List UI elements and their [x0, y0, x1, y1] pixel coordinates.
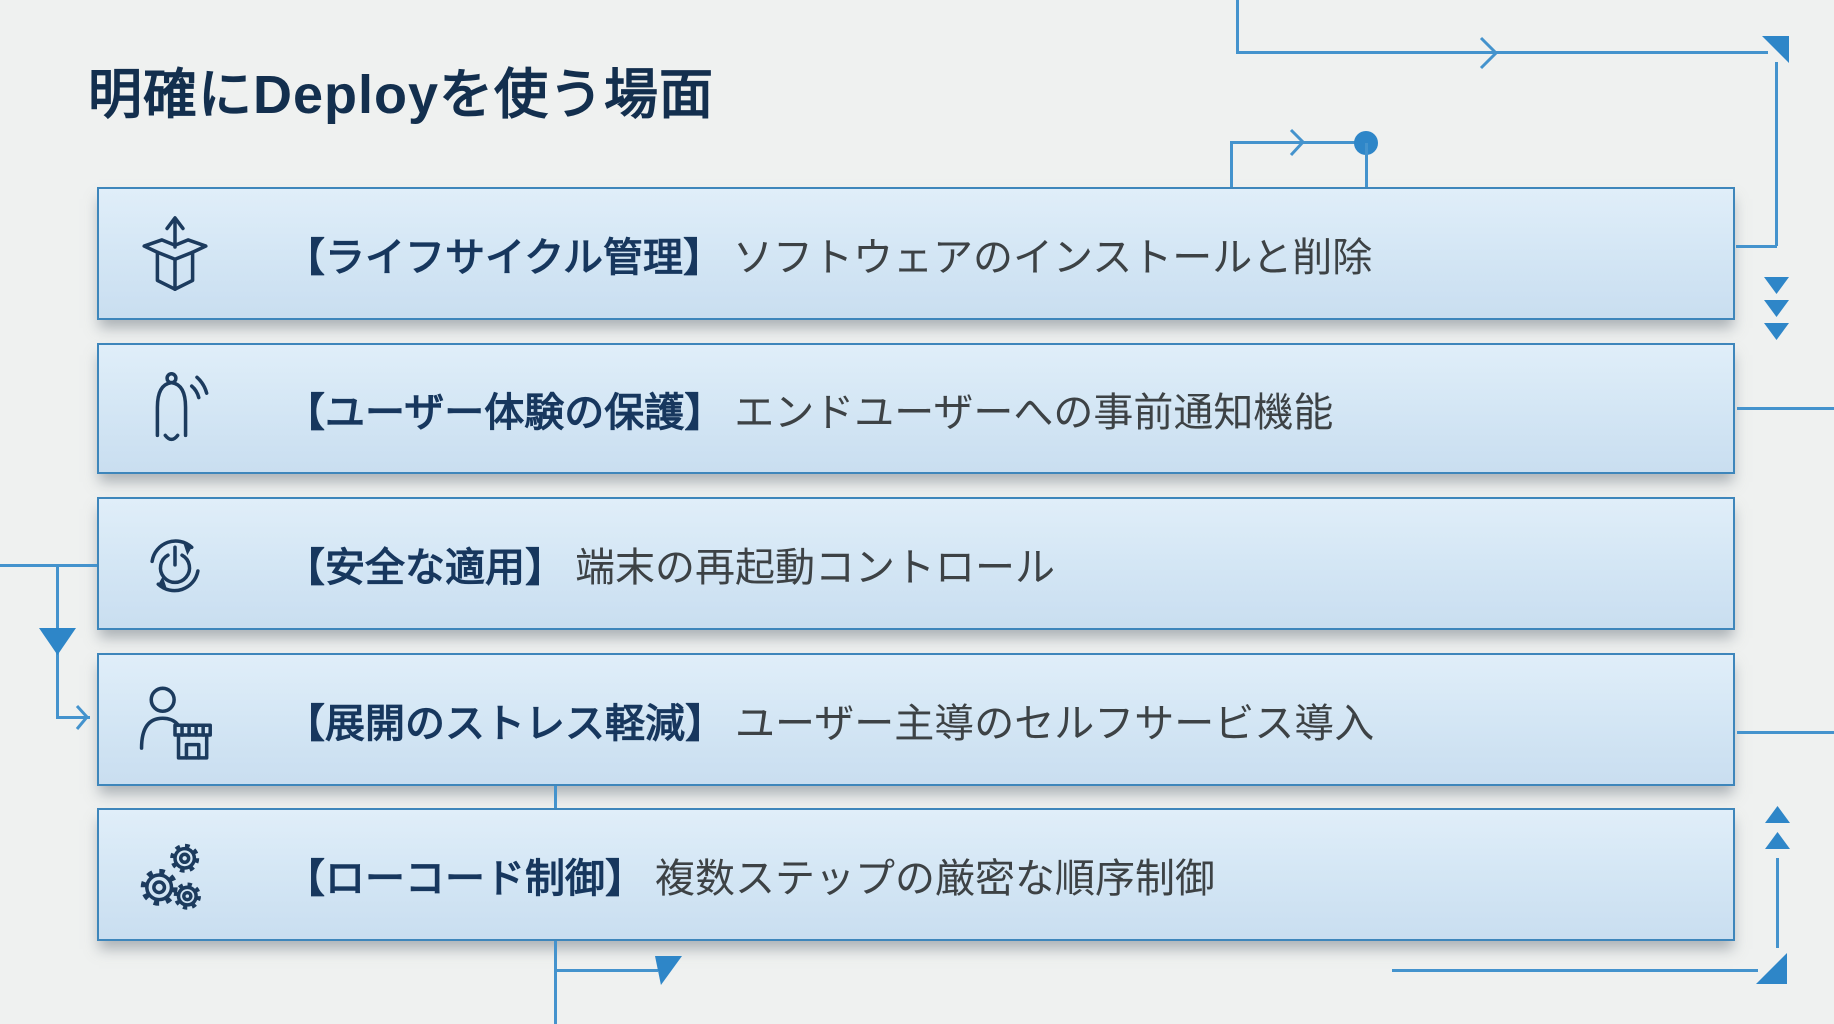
- down-chevron-icon: [1764, 277, 1789, 294]
- down-chevron-icon: [1764, 323, 1789, 340]
- loop-line-right: [1365, 143, 1368, 187]
- corner-arrow-icon: [1756, 953, 1787, 984]
- corner-arrow-icon: [655, 956, 682, 985]
- down-chevron-icon: [1764, 300, 1789, 317]
- card-description: ソフトウェアのインストールと削除: [733, 235, 1373, 280]
- card-description: 複数ステップの厳密な順序制御: [655, 856, 1215, 901]
- flow-line-bottom-horizontal: [554, 969, 658, 972]
- loop-line-top: [1230, 141, 1362, 144]
- up-chevron-icon: [1765, 806, 1790, 823]
- arrowhead-right-icon: [1479, 36, 1499, 70]
- down-arrow-icon: [39, 628, 76, 655]
- page-title: 明確にDeployを使う場面: [88, 65, 715, 125]
- arrowhead-right-icon: [1289, 128, 1306, 157]
- flow-line-bottomright-vertical: [1776, 858, 1779, 948]
- flow-line-top-horizontal: [1236, 51, 1768, 54]
- flow-line-between-cards: [554, 786, 557, 808]
- card-text: 【展開のストレス軽減】ユーザー主導のセルフサービス導入: [285, 691, 1374, 749]
- flow-line-left-elbow: [56, 716, 90, 719]
- card-safe-apply: 【安全な適用】端末の再起動コントロール: [97, 497, 1735, 630]
- flow-line-card4-right: [1737, 731, 1834, 734]
- card-description: 端末の再起動コントロール: [575, 545, 1055, 590]
- icon-wrap: [129, 514, 221, 614]
- icon-wrap: [129, 359, 221, 459]
- package-icon: [142, 215, 208, 291]
- icon-wrap: [129, 670, 221, 770]
- card-description: ユーザー主導のセルフサービス導入: [735, 701, 1375, 746]
- card-heading: 【ローコード制御】: [285, 856, 645, 901]
- card-user-experience: 【ユーザー体験の保護】エンドユーザーへの事前通知機能: [97, 343, 1735, 474]
- card-text: 【ユーザー体験の保護】エンドユーザーへの事前通知機能: [285, 380, 1333, 438]
- bell-icon: [155, 371, 209, 441]
- card-lifecycle: 【ライフサイクル管理】ソフトウェアのインストールと削除: [97, 187, 1735, 320]
- card-heading: 【ユーザー体験の保護】: [285, 390, 725, 435]
- arrowhead-right-icon: [75, 704, 89, 730]
- flow-line-right-connector: [1736, 245, 1777, 248]
- corner-arrow-icon: [1762, 36, 1789, 63]
- flow-line-bottom-vertical: [554, 941, 557, 1024]
- icon-wrap: [129, 204, 221, 304]
- flow-line-bottomright-horizontal: [1392, 969, 1758, 972]
- flow-line-card2-right: [1737, 407, 1834, 410]
- card-description: エンドユーザーへの事前通知機能: [734, 390, 1334, 435]
- card-text: 【ローコード制御】複数ステップの厳密な順序制御: [285, 846, 1215, 904]
- up-chevron-icon: [1765, 832, 1790, 849]
- flow-line-right-vertical: [1775, 62, 1778, 246]
- card-heading: 【安全な適用】: [285, 545, 565, 590]
- card-text: 【ライフサイクル管理】ソフトウェアのインストールと削除: [285, 225, 1372, 283]
- card-heading: 【ライフサイクル管理】: [285, 235, 723, 280]
- gears-icon: [140, 843, 201, 910]
- icon-wrap: [129, 825, 221, 925]
- card-low-code: 【ローコード制御】複数ステップの厳密な順序制御: [97, 808, 1735, 941]
- card-text: 【安全な適用】端末の再起動コントロール: [285, 535, 1055, 593]
- loop-line-left: [1230, 142, 1233, 187]
- card-heading: 【展開のストレス軽減】: [285, 701, 725, 746]
- card-self-service: 【展開のストレス軽減】ユーザー主導のセルフサービス導入: [97, 653, 1735, 786]
- restart-icon: [150, 538, 200, 592]
- flow-line-left-horizontal: [0, 564, 97, 567]
- self-service-icon: [139, 686, 212, 760]
- flow-line-top-vertical: [1236, 0, 1239, 53]
